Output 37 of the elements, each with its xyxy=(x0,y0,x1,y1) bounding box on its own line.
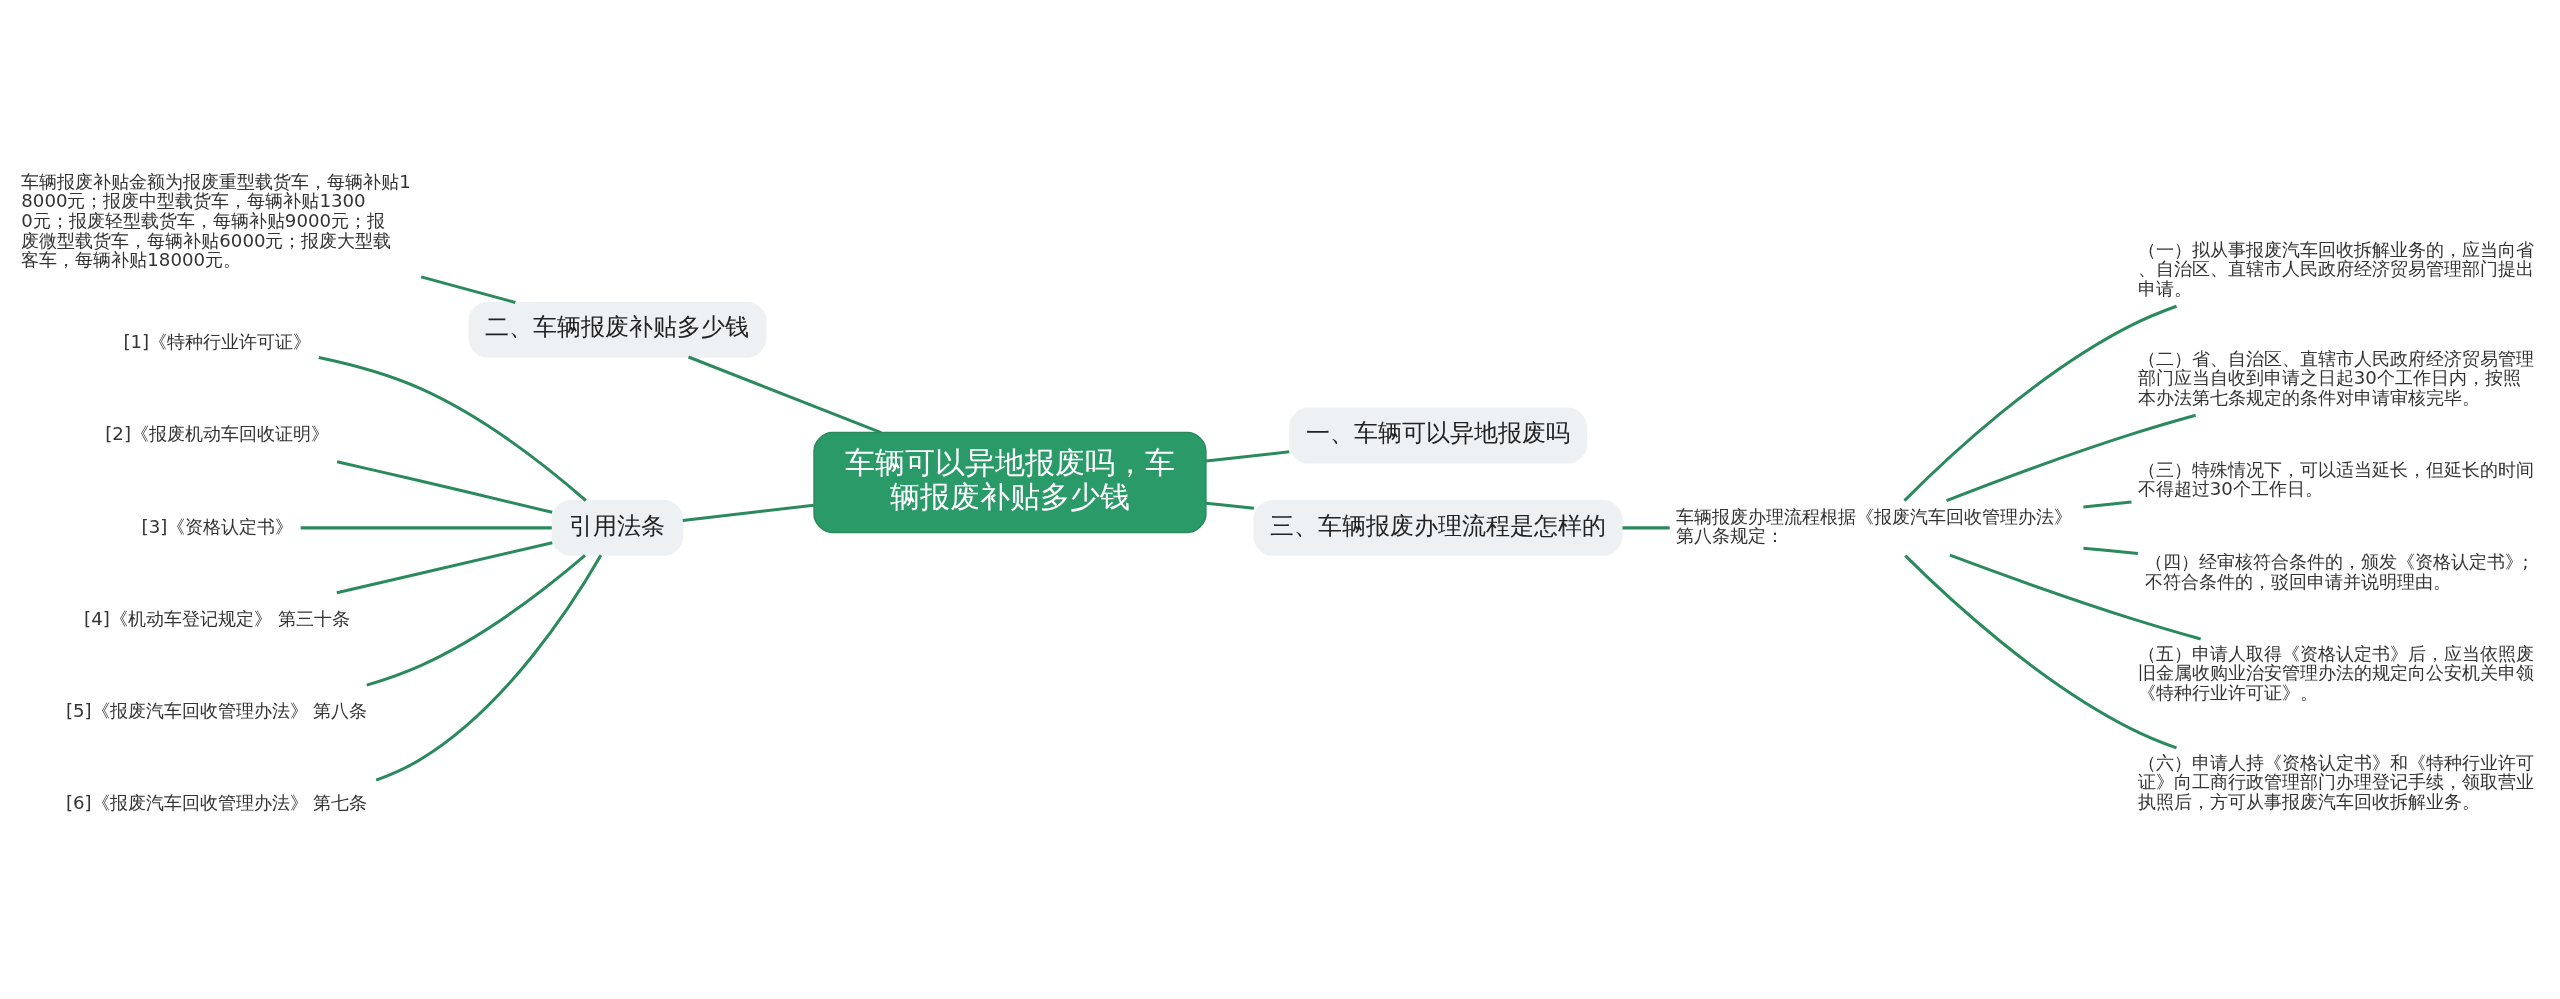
connector xyxy=(2083,546,2139,556)
node-text: [3]《资格认定书》 xyxy=(141,515,294,537)
node-text: [4]《机动车登记规定》 第三十条 xyxy=(84,607,350,629)
node-box: 二、车辆报废补贴多少钱 xyxy=(468,301,767,358)
node-text: 车辆报废办理流程根据《报废汽车回收管理办法》第八条规定： xyxy=(1676,505,2073,547)
node-box: 一、车辆可以异地报废吗 xyxy=(1289,407,1588,464)
connector xyxy=(682,503,814,522)
node-box: 引用法条 xyxy=(551,499,684,556)
node-text: [5]《报废汽车回收管理办法》 第八条 xyxy=(65,700,368,722)
node-text: （三）特殊情况下，可以适当延长，但延长的时间不得超过30个工作日。 xyxy=(2137,458,2534,500)
node-text: （六）申请人持《资格认定书》和《特种行业许可证》向工商行政管理部门办理登记手续，领取营业执照后，方可从事报废汽车回收拆解业务。 xyxy=(2137,751,2534,812)
connector xyxy=(300,526,552,530)
connector xyxy=(318,356,587,502)
node-text: （二）省、自治区、直辖市人民政府经济贸易管理部门应当自收到申请之日起30个工作日内，按照本办法第七条规定的条件对申请审核完毕。 xyxy=(2137,347,2534,408)
node-text: [2]《报废机动车回收证明》 xyxy=(105,423,329,445)
connector xyxy=(1205,450,1290,463)
connector xyxy=(375,554,603,782)
connector xyxy=(420,275,516,304)
node-box: 车辆可以异地报废吗，车辆报废补贴多少钱 xyxy=(813,431,1207,534)
node-text: （四）经审核符合条件的，颁发《资格认定书》;不符合条件的，驳回申请并说明理由。 xyxy=(2144,551,2529,592)
connector xyxy=(1949,553,2202,641)
node-text: [6]《报废汽车回收管理办法》 第七条 xyxy=(65,792,368,814)
node-text: （一）拟从事报废汽车回收拆解业务的，应当向省、自治区、直辖市人民政府经济贸易管理部门提出申请。 xyxy=(2137,238,2534,300)
connector xyxy=(1622,526,1670,530)
node-box: 三、车辆报废办理流程是怎样的 xyxy=(1253,499,1623,556)
connector xyxy=(336,541,553,595)
node-text: [1]《特种行业许可证》 xyxy=(123,330,312,352)
connector xyxy=(1205,501,1255,510)
connector xyxy=(688,355,882,434)
node-text: （五）申请人取得《资格认定书》后，应当依照废旧金属收购业治安管理办法的规定向公安机关申领《特种行业许可证》。 xyxy=(2137,642,2534,703)
connector xyxy=(366,554,587,687)
connector xyxy=(2083,500,2132,509)
node-text: 车辆报废补贴金额为报废重型载货车，每辆补贴18000元；报废中型载货车，每辆补贴13000元；报废轻型载货车，每辆补贴9000元；报废微型载货车，每辆补贴6000元；报废大型载客车，每辆补贴18000元。 xyxy=(21,170,411,271)
connector xyxy=(336,460,553,514)
connector xyxy=(1946,413,2197,502)
connector xyxy=(1903,304,2177,502)
connector xyxy=(1904,554,2178,750)
